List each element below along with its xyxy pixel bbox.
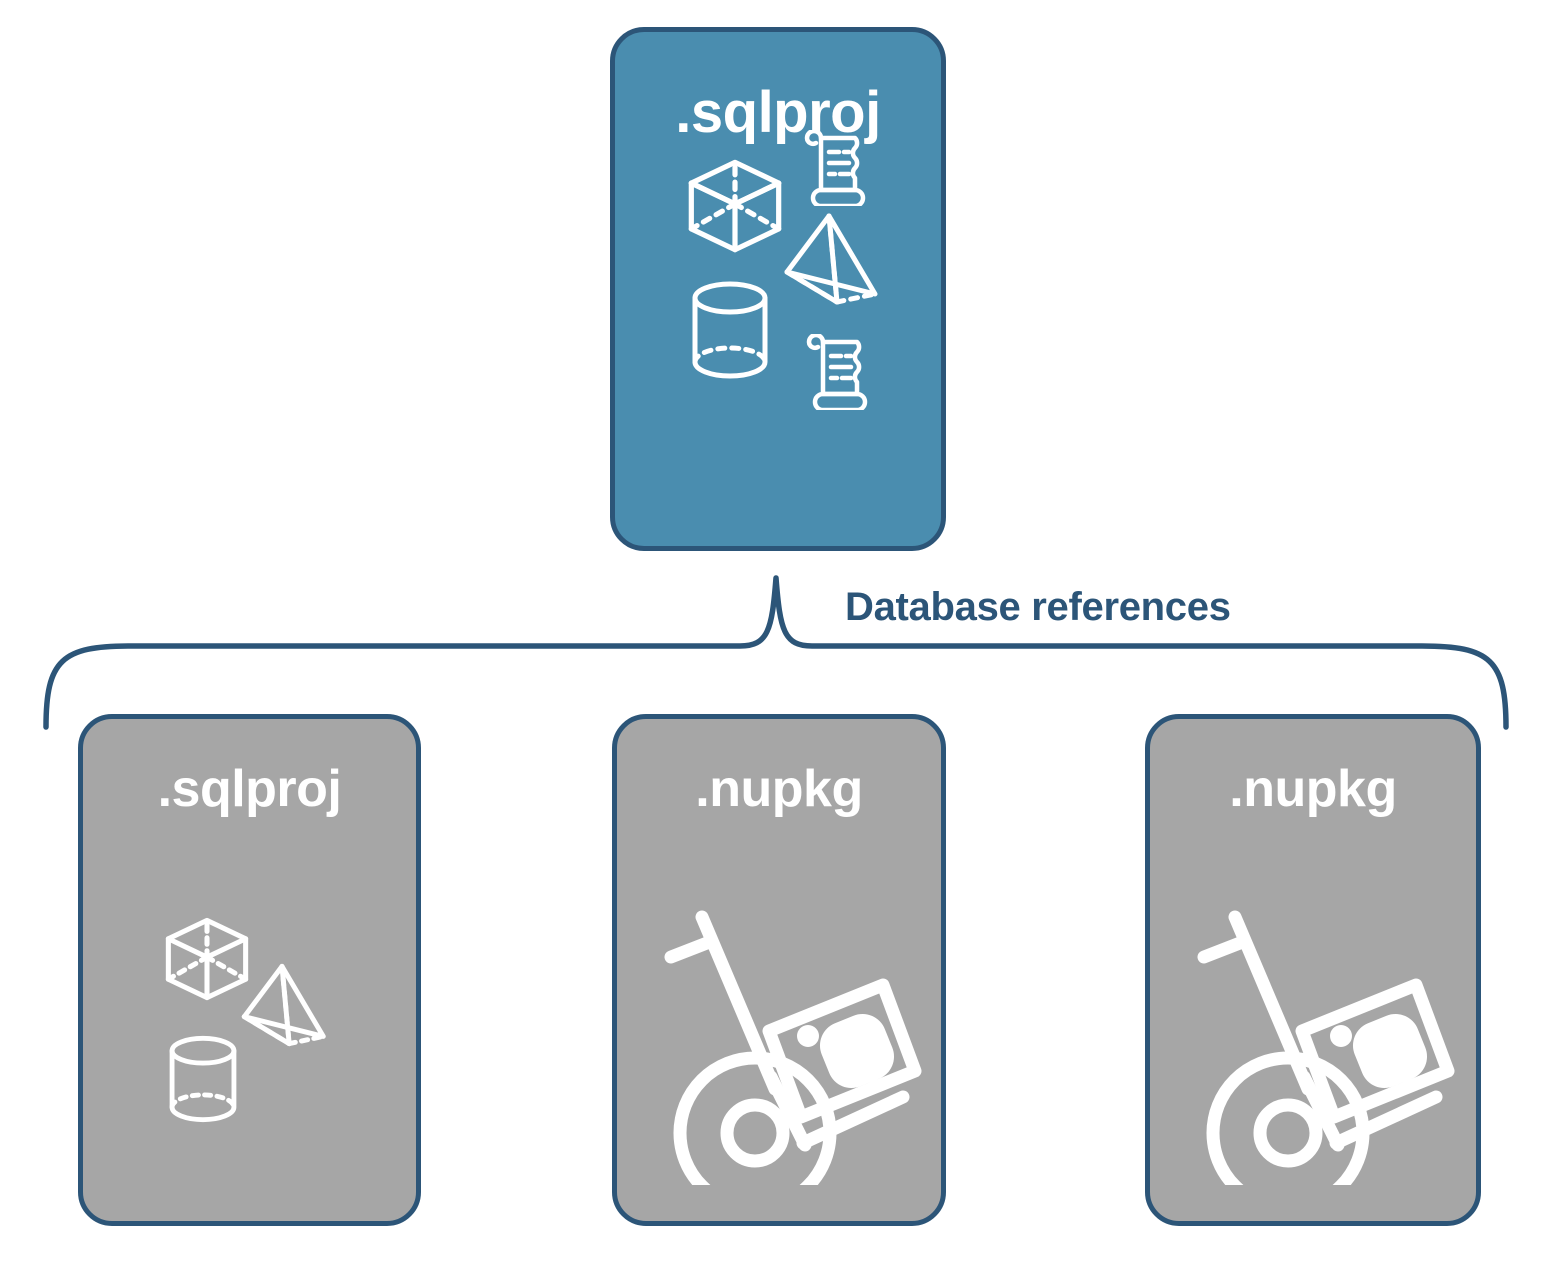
- pyramid-icon: [235, 961, 329, 1054]
- cylinder-icon: [165, 1033, 241, 1130]
- scroll-icon: [801, 332, 873, 415]
- node-title: .sqlproj: [675, 80, 881, 145]
- cube-icon: [161, 913, 253, 1010]
- connector-label: Database references: [845, 585, 1231, 629]
- node-nupkg-reference-2[interactable]: .nupkg: [1145, 714, 1481, 1226]
- cube-icon: [683, 154, 787, 263]
- node-title: .sqlproj: [157, 760, 342, 818]
- node-title: .nupkg: [1229, 760, 1397, 818]
- node-sqlproj-reference[interactable]: .sqlproj: [78, 714, 421, 1226]
- icon-cluster: [83, 815, 416, 1221]
- icon-cluster: [1150, 815, 1476, 1221]
- icon-cluster: [617, 815, 941, 1221]
- icon-cluster: [615, 128, 941, 546]
- hand-truck-package-icon: [1178, 895, 1478, 1215]
- hand-truck-package-icon: [645, 895, 945, 1215]
- scroll-icon: [799, 128, 871, 211]
- node-nupkg-reference-1[interactable]: .nupkg: [612, 714, 946, 1226]
- cylinder-icon: [687, 278, 773, 387]
- pyramid-icon: [777, 210, 881, 313]
- node-title: .nupkg: [695, 760, 863, 818]
- node-sqlproj-root[interactable]: .sqlproj: [610, 27, 946, 551]
